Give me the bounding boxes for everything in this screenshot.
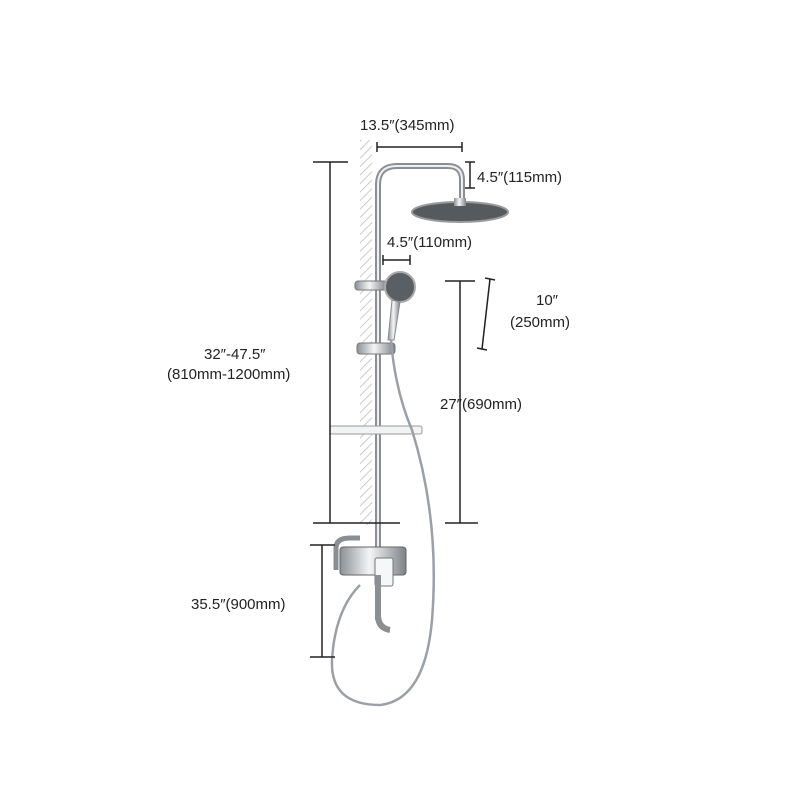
hand-shower-head [384,271,416,303]
holder-offset-label: 4.5″(110mm) [387,234,473,251]
dimension-lines [310,142,496,658]
rail-height-in-label: 32″-47.5″ [204,346,266,363]
head-drop-label: 4.5″(115mm) [477,169,563,186]
rail-slider [356,342,396,355]
shower-hose [330,339,436,707]
rail-height-mm-label: (810mm-1200mm) [167,366,291,383]
soap-shelf [329,425,423,435]
mixer-height-label: 35.5″(900mm) [191,596,286,613]
arm-length-label: 13.5″(345mm) [360,117,455,134]
hand-shower-length-mm-label: (250mm) [510,314,571,331]
wall [360,140,372,525]
tub-spout [375,575,391,633]
hand-shower-holder [354,280,388,291]
slide-range-label: 27″(690mm) [440,396,523,413]
mixer-valve [339,546,407,576]
hand-shower-length-in-label: 10″ [536,292,558,309]
